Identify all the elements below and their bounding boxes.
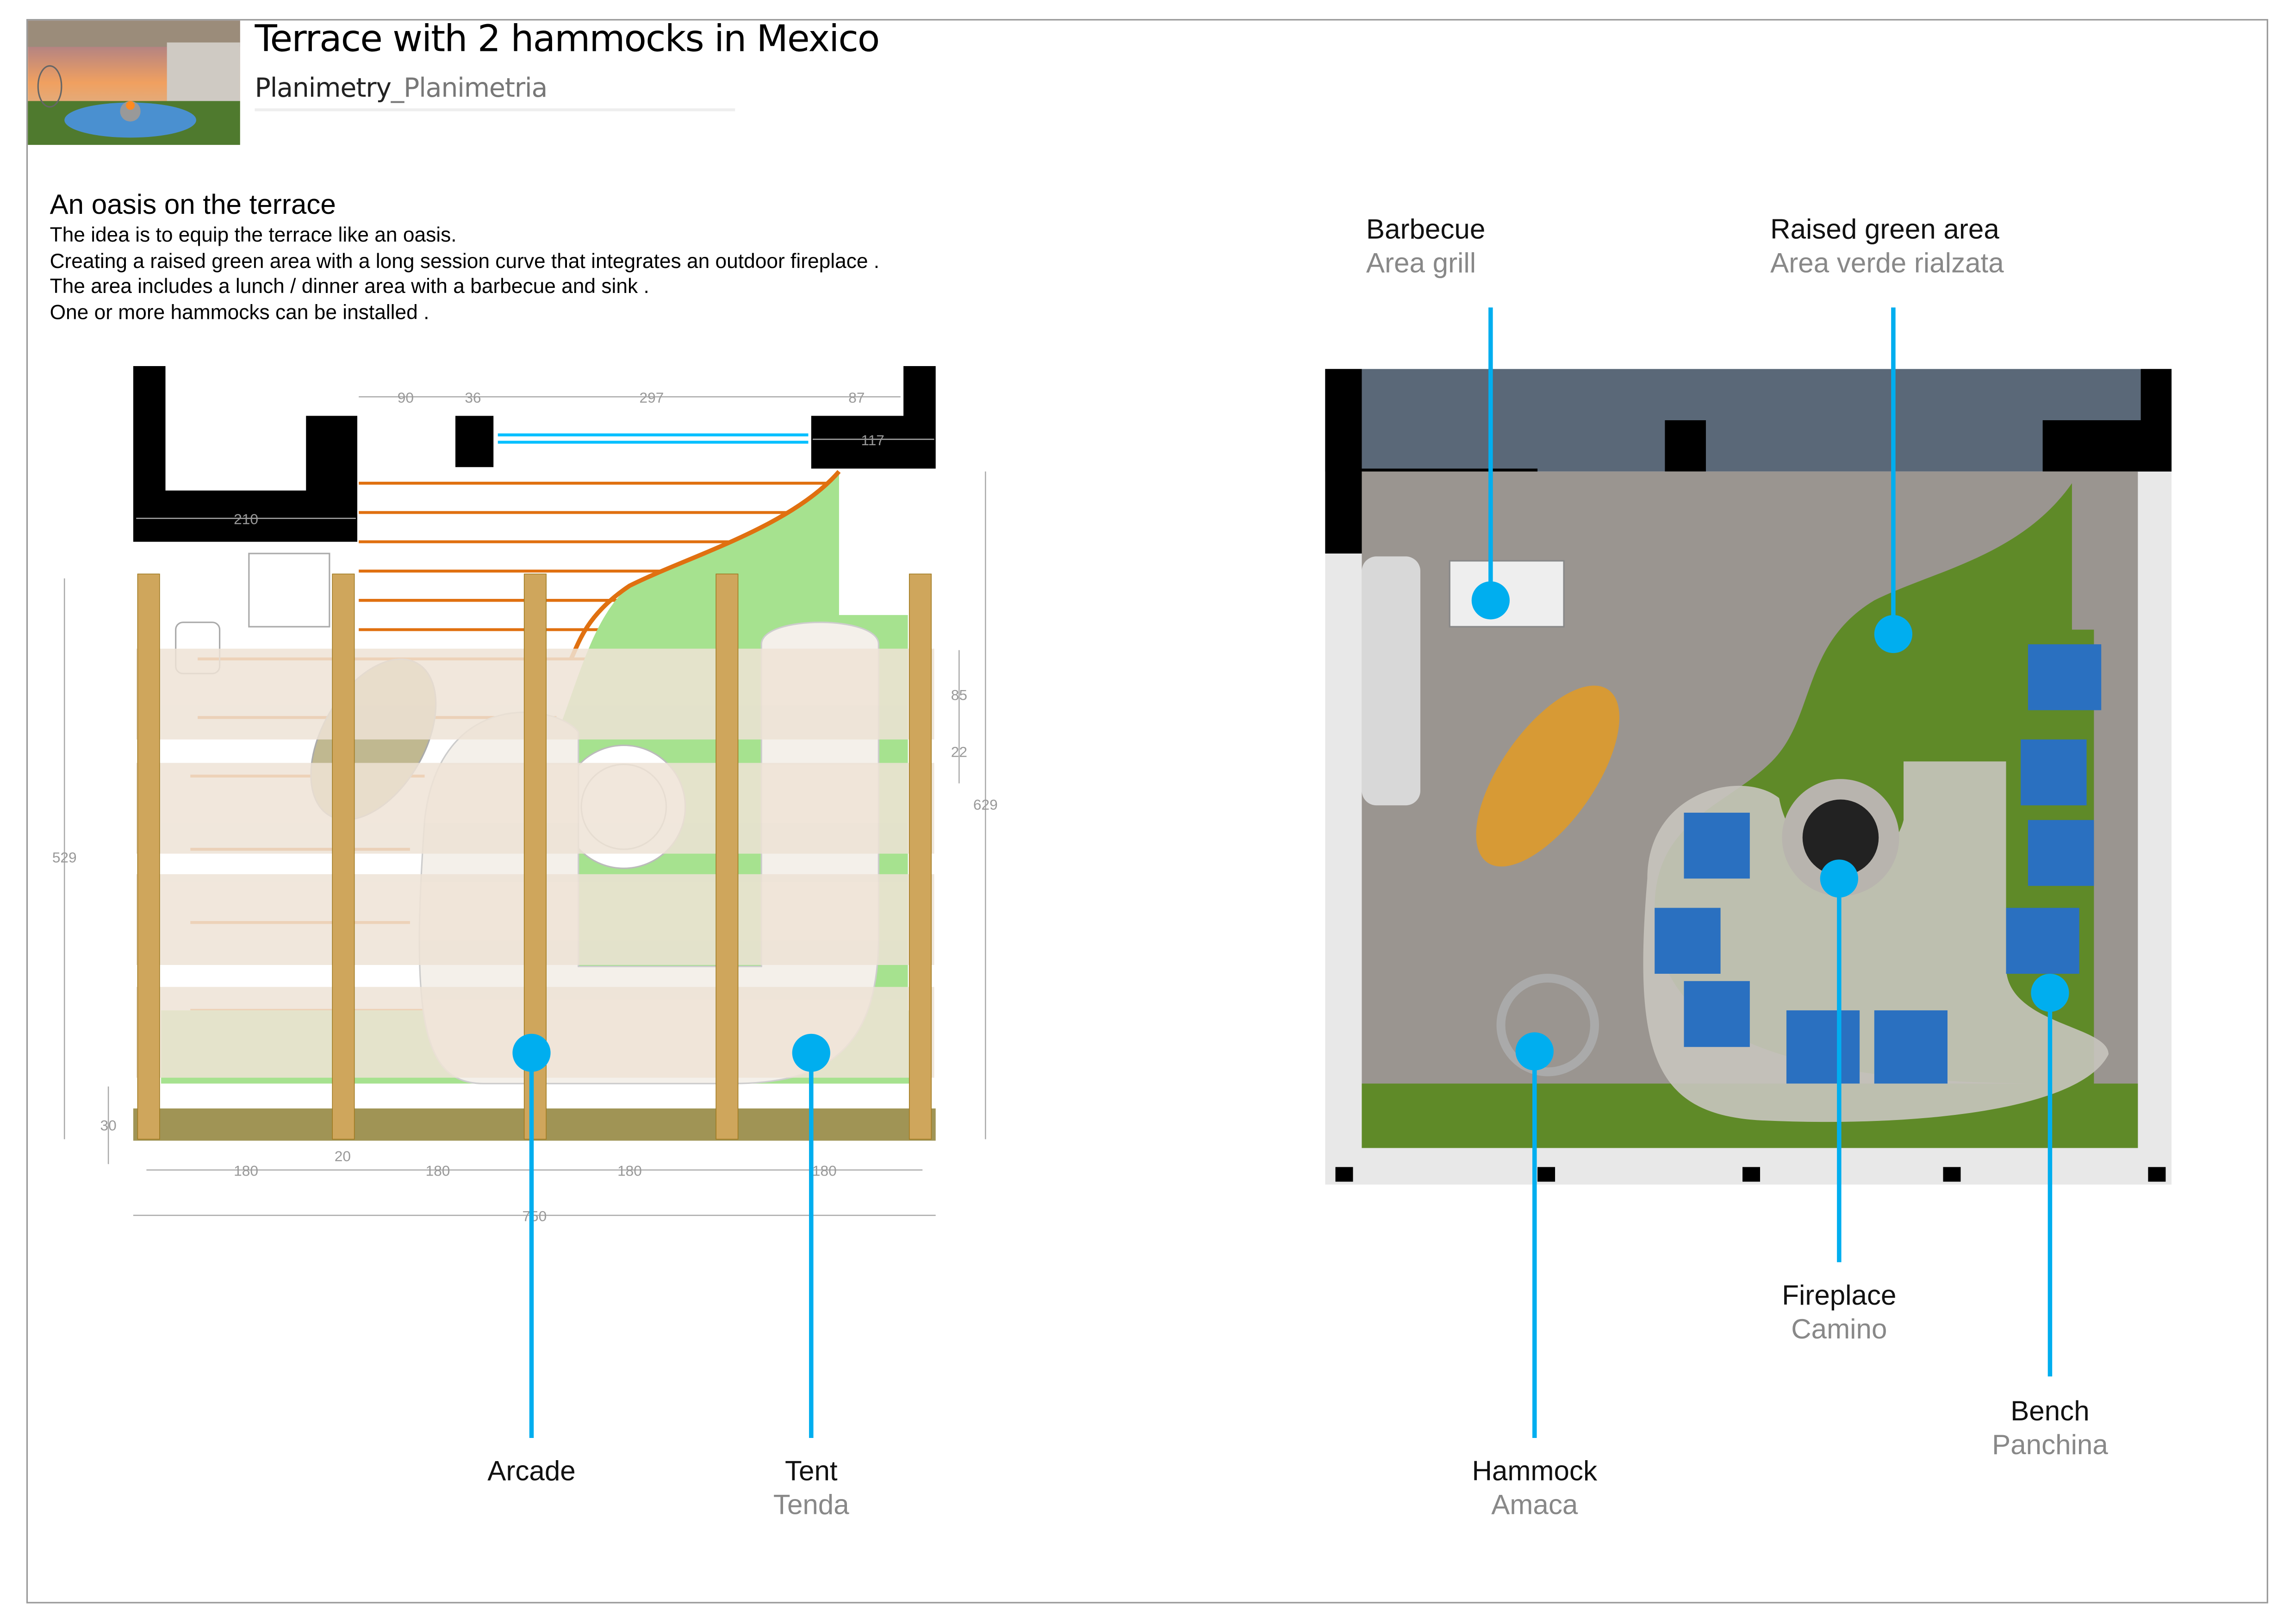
callout-tent-it: Tenda bbox=[773, 1490, 849, 1522]
callout-fireplace-en: Fireplace bbox=[1782, 1281, 1897, 1312]
dim-bay: 180 bbox=[812, 1163, 837, 1179]
top-view-render bbox=[1325, 369, 2172, 1185]
subtitle-en: Planimetry bbox=[255, 73, 392, 104]
terrace-render-thumbnail bbox=[28, 20, 240, 145]
dim-bay: 180 bbox=[426, 1163, 450, 1179]
dimension-lines bbox=[63, 396, 986, 1216]
dim-30: 30 bbox=[100, 1117, 117, 1134]
callout-hammock-en: Hammock bbox=[1472, 1457, 1598, 1488]
description-line: The area includes a lunch / dinner area … bbox=[50, 274, 649, 298]
dim-22: 22 bbox=[951, 744, 967, 760]
subtitle-it: Planimetria bbox=[404, 73, 548, 104]
description-heading: An oasis on the terrace bbox=[50, 190, 336, 221]
bench-marker[interactable] bbox=[2031, 973, 2069, 1012]
fireplace-marker[interactable] bbox=[1820, 859, 1858, 898]
tent-marker[interactable] bbox=[792, 1033, 830, 1072]
page-subtitle: Planimetry_Planimetria bbox=[255, 73, 548, 104]
dim-85: 85 bbox=[951, 686, 967, 703]
sheet-border bbox=[26, 19, 2268, 1604]
dim-90: 90 bbox=[398, 389, 414, 406]
subtitle-sep: _ bbox=[391, 73, 404, 104]
description: An oasis on the terrace The idea is to e… bbox=[50, 190, 880, 325]
callout-tent-en: Tent bbox=[784, 1457, 838, 1488]
callout-lines bbox=[529, 307, 2053, 1438]
page-title: Terrace with 2 hammocks in Mexico bbox=[255, 17, 880, 60]
callout-fireplace-it: Camino bbox=[1791, 1315, 1887, 1346]
dim-297: 297 bbox=[640, 389, 664, 406]
callout-bench-it: Panchina bbox=[1992, 1431, 2108, 1462]
walls bbox=[133, 366, 936, 542]
dim-20: 20 bbox=[335, 1148, 351, 1164]
callout-bench-en: Bench bbox=[2010, 1397, 2090, 1428]
hammock-marker[interactable] bbox=[1515, 1032, 1554, 1070]
description-line: Creating a raised green area with a long… bbox=[50, 248, 880, 272]
callout-arcade: Arcade bbox=[487, 1456, 575, 1489]
callout-green-en: Raised green area bbox=[1770, 215, 1999, 246]
callout-green-it: Area verde rialzata bbox=[1770, 249, 2004, 280]
dim-629: 629 bbox=[973, 796, 998, 813]
arcade-marker[interactable] bbox=[512, 1033, 551, 1072]
description-line: One or more hammocks can be installed . bbox=[50, 299, 429, 323]
dim-bay: 180 bbox=[234, 1163, 258, 1179]
dim-750: 750 bbox=[522, 1208, 547, 1225]
callout-hammock-it: Amaca bbox=[1491, 1490, 1578, 1522]
dim-bay: 180 bbox=[617, 1163, 642, 1179]
dim-210: 210 bbox=[234, 511, 258, 528]
callout-barbecue-en: Barbecue bbox=[1366, 215, 1486, 246]
callout-barbecue-it: Area grill bbox=[1366, 249, 1476, 280]
callout-arcade-en: Arcade bbox=[487, 1457, 576, 1488]
barbecue-plan bbox=[248, 553, 330, 628]
dim-36: 36 bbox=[465, 389, 481, 406]
green-area-marker[interactable] bbox=[1874, 615, 1913, 653]
dim-87: 87 bbox=[848, 389, 865, 406]
description-line: The idea is to equip the terrace like an… bbox=[50, 222, 457, 246]
dim-117: 117 bbox=[861, 432, 884, 448]
dim-529: 529 bbox=[52, 849, 77, 866]
barbecue-marker[interactable] bbox=[1471, 581, 1510, 620]
subtitle-rule bbox=[255, 108, 735, 112]
